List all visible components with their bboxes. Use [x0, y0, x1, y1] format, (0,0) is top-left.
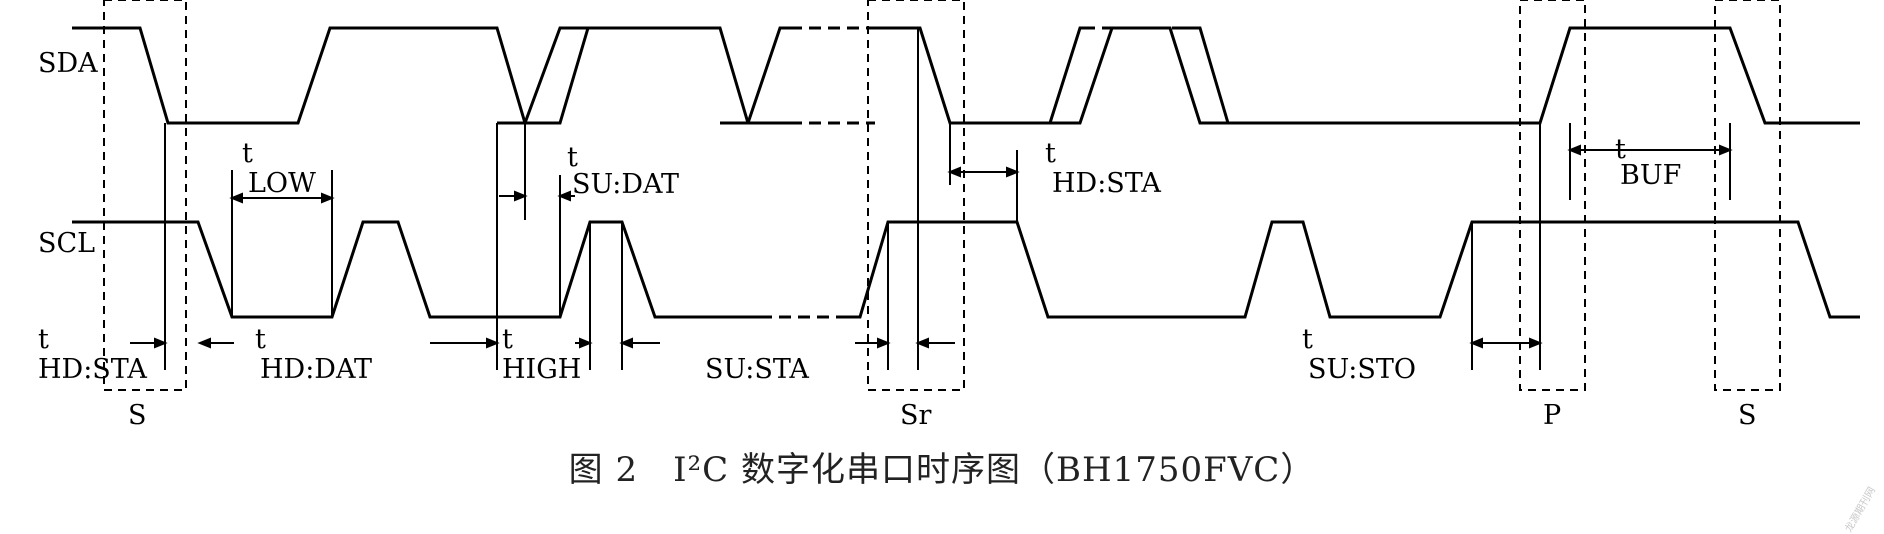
t-su-sto-label: SU:STO	[1308, 354, 1416, 385]
start-condition-label: S	[128, 400, 147, 431]
scl-waveform	[72, 222, 1860, 317]
figure-caption: 图 2 I²C 数字化串口时序图（BH1750FVC）	[0, 442, 1884, 491]
start2-condition-label: S	[1738, 400, 1757, 431]
t-hd-sta-prefix: t	[38, 324, 49, 355]
sda-label: SDA	[38, 48, 98, 79]
sda-waveform	[72, 28, 1860, 123]
repeated-start-label: Sr	[900, 400, 931, 431]
stop-condition-box	[1520, 0, 1585, 390]
t-hd-dat-prefix: t	[255, 324, 266, 355]
t-su-dat-label: SU:DAT	[572, 169, 679, 200]
watermark: 龙源期刊网	[1840, 484, 1878, 534]
timing-arrows	[130, 146, 1730, 347]
t-hd-dat-label: HD:DAT	[260, 354, 372, 385]
t-low-label: LOW	[248, 168, 316, 199]
t-su-sto-prefix: t	[1302, 324, 1313, 355]
t-buf-label: BUF	[1620, 160, 1681, 191]
stop-condition-label: P	[1543, 400, 1561, 431]
t-high-label: HIGH	[502, 354, 581, 385]
scl-label: SCL	[38, 228, 95, 259]
condition-boxes	[104, 0, 1780, 390]
start2-condition-box	[1715, 0, 1780, 390]
repeated-start-box	[868, 0, 964, 390]
start-condition-box	[104, 0, 186, 390]
t-su-sta-label: SU:STA	[705, 354, 809, 385]
t-hd-sta-repeat-prefix: t	[1045, 138, 1056, 169]
reference-lines	[165, 28, 1730, 370]
t-hd-sta-repeat-label: HD:STA	[1052, 168, 1161, 199]
t-low-prefix: t	[242, 138, 253, 169]
t-high-prefix: t	[502, 324, 513, 355]
t-hd-sta-label: HD:STA	[38, 354, 147, 385]
i2c-timing-diagram: SDA SCL t HD:STA t LOW t HD:DAT t HIGH t…	[0, 0, 1884, 440]
